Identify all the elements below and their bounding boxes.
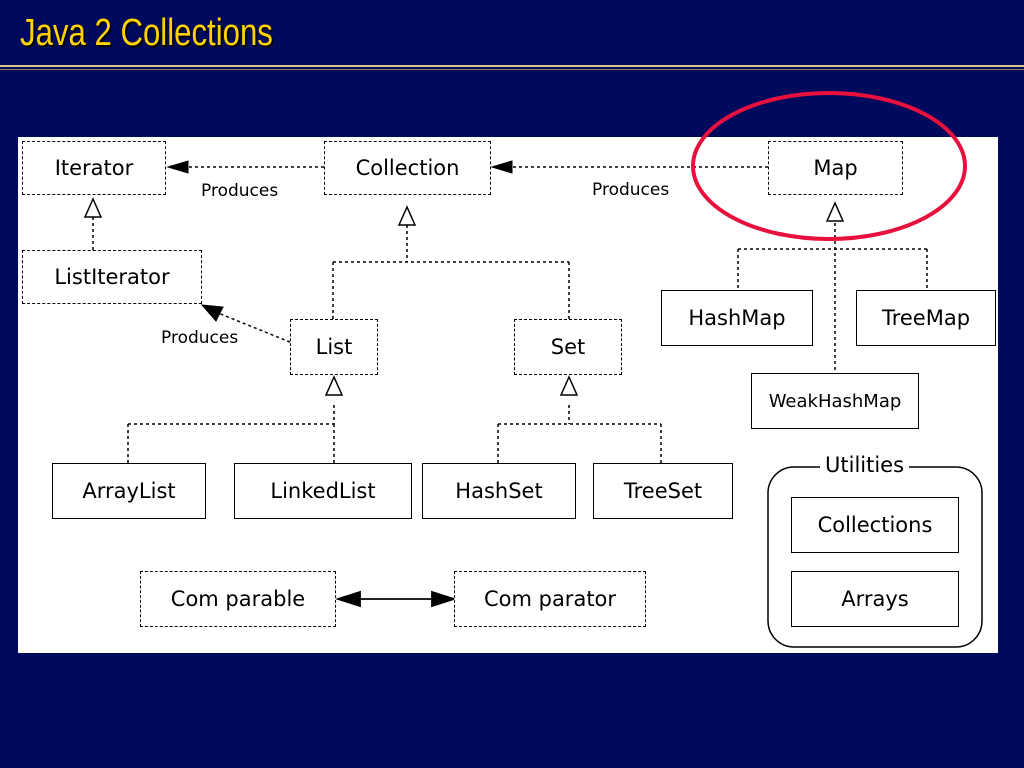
slide-title: Java 2 Collections <box>20 12 273 54</box>
title-rule-thin <box>0 69 1024 70</box>
weakhashmap-class: WeakHashMap <box>751 373 919 429</box>
map-interface: Map <box>768 141 903 195</box>
treeset-class: TreeSet <box>593 463 733 519</box>
comparable-interface: Com parable <box>140 571 336 627</box>
arraylist-class: ArrayList <box>52 463 206 519</box>
hashmap-class: HashMap <box>661 290 813 346</box>
produces-label-collection: Produces <box>592 180 670 200</box>
produces-label-iterator: Produces <box>201 181 279 201</box>
list-interface: List <box>290 319 378 375</box>
collections-utility-class: Collections <box>791 497 959 553</box>
hashset-class: HashSet <box>422 463 576 519</box>
iterator-interface: Iterator <box>22 141 166 195</box>
collection-interface: Collection <box>324 141 491 195</box>
linkedlist-class: LinkedList <box>234 463 412 519</box>
title-rule <box>0 65 1024 67</box>
set-interface: Set <box>514 319 622 375</box>
collections-diagram: Produces Produces Produces Iterator Coll… <box>18 137 998 653</box>
treemap-class: TreeMap <box>856 290 996 346</box>
utilities-group-label: Utilities <box>820 453 910 477</box>
arrays-utility-class: Arrays <box>791 571 959 627</box>
listiterator-interface: ListIterator <box>22 250 202 304</box>
comparator-interface: Com parator <box>454 571 646 627</box>
produces-label-listiterator: Produces <box>161 328 239 348</box>
